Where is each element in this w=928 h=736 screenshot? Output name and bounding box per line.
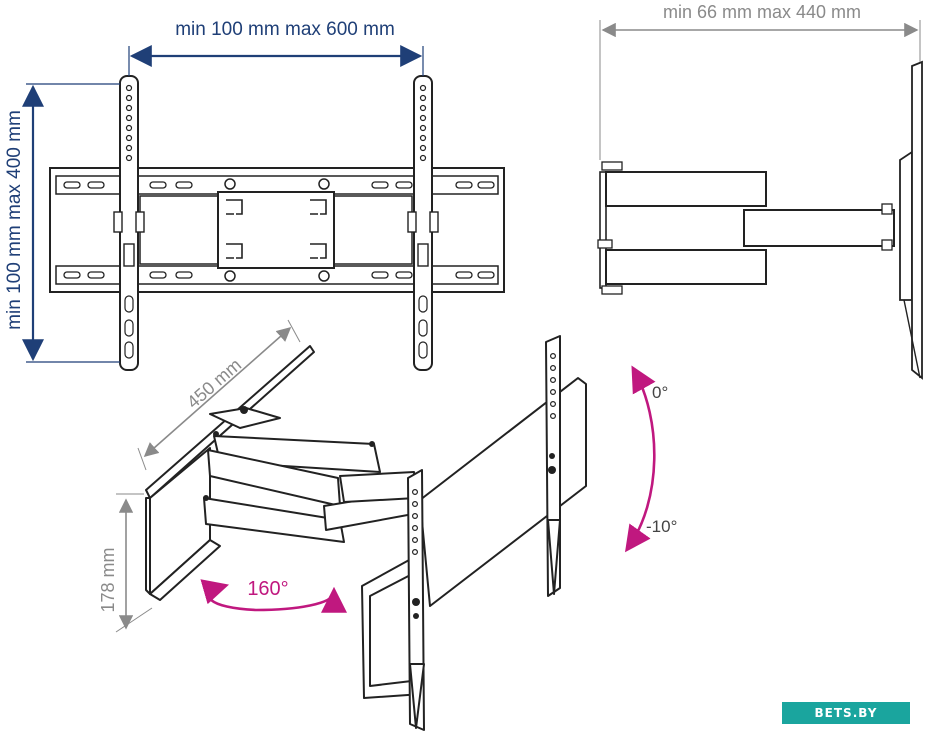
persp-arm-joint-top (339, 471, 417, 503)
watermark-logo: BETS.BY (782, 702, 910, 724)
tilt-up-label: 0° (652, 383, 668, 402)
side-arm-extension (743, 209, 895, 247)
plate-height-label: 178 mm (98, 547, 118, 612)
persp-tv-frame (419, 377, 587, 607)
bracket-clamps (113, 211, 439, 267)
persp-bracket-holes (412, 353, 556, 555)
tilt-down-label: -10° (646, 517, 677, 536)
arm-base-plate (217, 191, 335, 269)
side-tv-panel (911, 60, 923, 380)
persp-arm-lower (203, 497, 345, 543)
vesa-horizontal-label: min 100 mm max 600 mm (175, 19, 395, 40)
vesa-vertical-dimension: min 100 mm max 400 mm (4, 83, 120, 363)
wall-distance-label: min 66 mm max 440 mm (663, 2, 861, 22)
persp-bracket-back-tail (547, 519, 561, 595)
tv-bracket-right (413, 75, 433, 371)
tilt-indicator: 0° -10° (624, 365, 677, 553)
arm-hooks (226, 199, 327, 259)
swivel-indicator: 160° (200, 578, 347, 613)
side-arm-lower (605, 249, 767, 285)
front-view (49, 75, 505, 371)
rail-slots (63, 181, 495, 279)
vesa-horizontal-dimension: min 100 mm max 600 mm (128, 19, 424, 76)
arm-length-label: 450 mm (183, 355, 245, 413)
persp-wall-plate-bottom (149, 539, 221, 601)
plate-height-dimension: 178 mm (98, 493, 153, 633)
wall-distance-dimension: min 66 mm max 440 mm (599, 2, 921, 160)
persp-bracket-front-tail (409, 663, 425, 729)
swivel-label: 160° (247, 578, 288, 600)
side-view (597, 60, 923, 380)
arm-base-screws (224, 178, 330, 282)
side-arm-upper (605, 171, 767, 207)
vesa-vertical-label: min 100 mm max 400 mm (4, 110, 25, 330)
side-hardware (597, 161, 893, 295)
side-tv-bracket (899, 150, 913, 301)
